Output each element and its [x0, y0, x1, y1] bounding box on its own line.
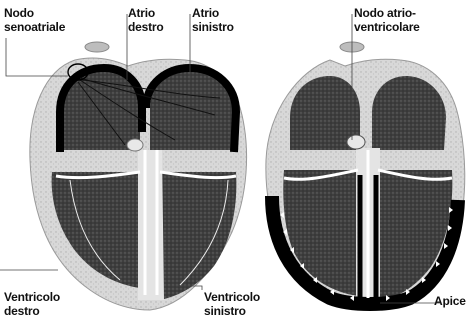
left-ventricle-chamber-left [160, 172, 236, 300]
label-left-ventricle-line2: sinistro [204, 304, 260, 318]
label-av-node-line2: ventricolare [354, 20, 420, 34]
label-right-ventricle-line1: Ventricolo [4, 290, 60, 304]
label-right-ventricle-line2: destro [4, 304, 60, 318]
label-sa-node-line2: senoatriale [4, 20, 65, 34]
label-av-node: Nodo atrio- ventricolare [354, 6, 420, 34]
av-node-left [127, 139, 143, 151]
left-ventricle-chamber-2 [378, 170, 452, 302]
label-left-ventricle: Ventricolo sinistro [204, 290, 260, 318]
av-node-right [347, 135, 365, 149]
label-left-atrium: Atrio sinistro [192, 6, 234, 34]
label-apex: Apice [434, 294, 466, 308]
heart-left [30, 42, 247, 310]
label-right-atrium-line2: destro [128, 20, 163, 34]
label-right-ventricle: Ventricolo destro [4, 290, 60, 318]
label-right-atrium-line1: Atrio [128, 6, 163, 20]
label-right-atrium: Atrio destro [128, 6, 163, 34]
heart-right [266, 42, 465, 310]
label-left-atrium-line2: sinistro [192, 20, 234, 34]
label-av-node-line1: Nodo atrio- [354, 6, 420, 20]
label-sa-node: Nodo senoatriale [4, 6, 65, 34]
label-left-atrium-line1: Atrio [192, 6, 234, 20]
label-left-ventricle-line1: Ventricolo [204, 290, 260, 304]
label-sa-node-line1: Nodo [4, 6, 65, 20]
aorta-top-left [85, 42, 109, 52]
